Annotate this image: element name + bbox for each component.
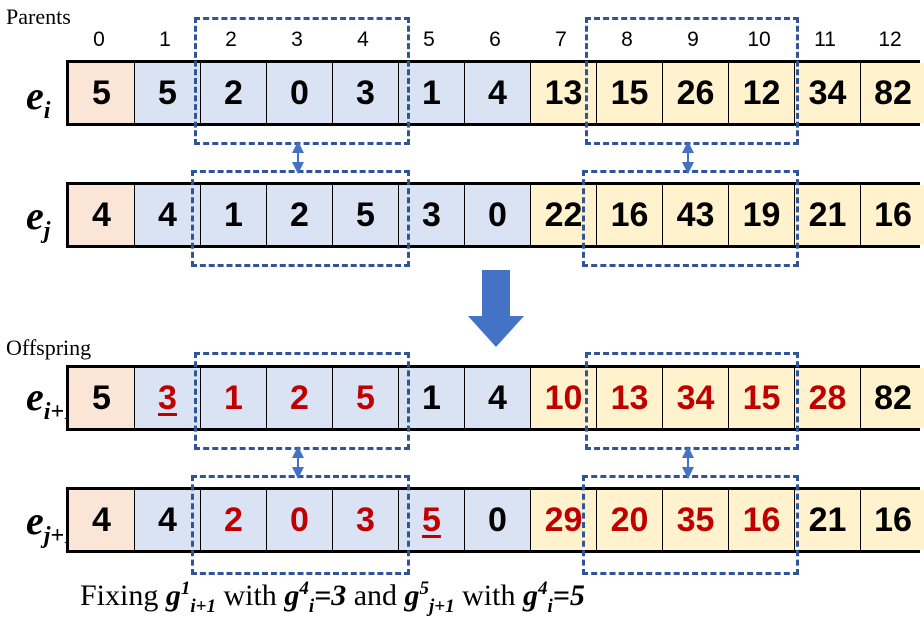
gene-cell: 20 xyxy=(597,490,663,550)
gene-cell: 43 xyxy=(663,185,729,245)
gene-cell: 16 xyxy=(729,490,795,550)
gene-cell: 29 xyxy=(531,490,597,550)
gene-cell: 0 xyxy=(267,490,333,550)
chromosome-subscript: i xyxy=(43,98,51,124)
gene-cell: 0 xyxy=(465,490,531,550)
gene-cell: 0 xyxy=(465,185,531,245)
gene-cell: 21 xyxy=(795,185,861,245)
gene-cell: 5 xyxy=(135,63,201,123)
gene-cell: 4 xyxy=(465,63,531,123)
gene-cell: 3 xyxy=(399,185,465,245)
gene-cell: 5 xyxy=(69,63,135,123)
gene-cell: 5 xyxy=(69,368,135,428)
chromosome-label: ej xyxy=(26,192,50,245)
gene-cell: 21 xyxy=(795,490,861,550)
gene-index: 6 xyxy=(489,28,501,51)
gene-cell: 19 xyxy=(729,185,795,245)
gene-cell: 2 xyxy=(201,63,267,123)
gene-cell: 34 xyxy=(795,63,861,123)
chromosome-name: e xyxy=(26,193,44,238)
gene-index: 12 xyxy=(878,28,902,51)
gene-cell: 28 xyxy=(795,368,861,428)
chromosome-subscript: j xyxy=(43,218,51,244)
gene-cell: 2 xyxy=(201,490,267,550)
gene-cell: 16 xyxy=(861,490,924,550)
gene-cell: 26 xyxy=(663,63,729,123)
caption: Fixing g1i+1 with g4i=3 and g5j+1 with g… xyxy=(80,578,585,617)
offspring-label: Offspring xyxy=(6,335,92,360)
gene-cell: 5 xyxy=(333,368,399,428)
gene-cell: 1 xyxy=(399,368,465,428)
gene-cell: 22 xyxy=(531,185,597,245)
gene-cell: 82 xyxy=(861,368,924,428)
gene-cell: 4 xyxy=(135,490,201,550)
gene-index: 10 xyxy=(747,28,771,51)
gene-cell: 34 xyxy=(663,368,729,428)
gene-cell: 3 xyxy=(333,63,399,123)
chromosome-name: e xyxy=(26,73,44,118)
gene-cell: 2 xyxy=(267,185,333,245)
gene-index: 11 xyxy=(814,28,836,51)
gene-index: 7 xyxy=(555,28,567,51)
gene-index: 4 xyxy=(357,28,369,51)
gene-cell: 4 xyxy=(69,490,135,550)
gene-cell: 16 xyxy=(597,185,663,245)
gene-cell: 15 xyxy=(597,63,663,123)
gene-index: 3 xyxy=(291,28,303,51)
chromosome-name: e xyxy=(26,498,44,543)
chromosome-name: e xyxy=(26,374,44,419)
gene-cell: 15 xyxy=(729,368,795,428)
chromosome-label: ei xyxy=(26,72,50,125)
gene-index: 9 xyxy=(687,28,699,51)
gene-cell: 5 xyxy=(333,185,399,245)
gene-cell: 1 xyxy=(399,63,465,123)
gene-cell: 4 xyxy=(465,368,531,428)
gene-cell: 16 xyxy=(861,185,924,245)
gene-cell: 3 xyxy=(135,368,201,428)
gene-cell: 5 xyxy=(399,490,465,550)
gene-cell: 1 xyxy=(201,185,267,245)
parents-label: Parents xyxy=(6,4,71,29)
gene-cell: 12 xyxy=(729,63,795,123)
gene-index: 0 xyxy=(93,28,105,51)
gene-index: 8 xyxy=(621,28,633,51)
gene-cell: 35 xyxy=(663,490,729,550)
gene-cell: 1 xyxy=(201,368,267,428)
gene-cell: 13 xyxy=(597,368,663,428)
gene-cell: 4 xyxy=(135,185,201,245)
gene-cell: 4 xyxy=(69,185,135,245)
gene-index: 2 xyxy=(225,28,237,51)
gene-cell: 2 xyxy=(267,368,333,428)
gene-index: 5 xyxy=(423,28,435,51)
down-arrow xyxy=(468,270,524,347)
gene-cell: 0 xyxy=(267,63,333,123)
gene-cell: 82 xyxy=(861,63,924,123)
gene-index: 1 xyxy=(159,28,171,51)
gene-cell: 3 xyxy=(333,490,399,550)
